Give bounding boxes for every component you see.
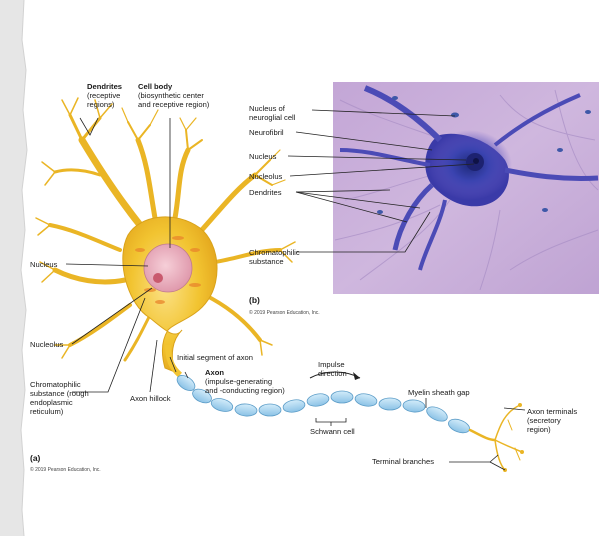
neuroglial-nucleus-label: Nucleus of neuroglial cell: [249, 104, 296, 122]
nucleolus-label: Nucleolus: [30, 340, 64, 349]
initial-segment-label: Initial segment of axon: [177, 353, 253, 362]
axon-initial-segment: [165, 344, 183, 378]
impulse-arrowhead: [353, 372, 360, 380]
micrograph-chromatophilic-label: Chromatophilic substance: [249, 248, 300, 266]
nucleus-label: Nucleus: [30, 260, 58, 269]
cell-body-label: Cell body (biosynthetic center and recep…: [138, 82, 210, 109]
neurofibril-label: Neurofibril: [249, 128, 284, 137]
myelin-sheath-gap-label: Myelin sheath gap: [408, 388, 470, 397]
myelin-sheath: [176, 375, 470, 434]
schwann-cell-label: Schwann cell: [310, 427, 355, 436]
axon-terminals-label: Axon terminals (secretory region): [527, 407, 578, 434]
axon-hillock-label: Axon hillock: [130, 394, 171, 403]
micrograph-dendrites-label: Dendrites: [249, 188, 282, 197]
dendrites-label: Dendrites (receptive regions): [87, 82, 123, 109]
cell-body: [122, 216, 218, 373]
nucleus: [143, 243, 193, 293]
axon-label: Axon (impulse-generating and -conducting…: [205, 368, 285, 395]
panel-a-copyright: © 2019 Pearson Education, Inc.: [30, 467, 101, 473]
illustration-leader-lines: [65, 117, 526, 471]
impulse-direction-label: Impulse direction: [318, 360, 347, 378]
axon-terminals: [468, 403, 524, 472]
panel-a-tag: (a): [30, 453, 41, 463]
micrograph-nucleolus-label: Nucleolus: [249, 172, 283, 181]
chromatophilic-granules: [135, 236, 201, 304]
chromatophilic-label: Chromatophilic substance (rough endoplas…: [30, 380, 89, 416]
panel-b-tag: (b): [249, 295, 260, 305]
micrograph-leader-lines: [287, 109, 475, 253]
panel-b-copyright: © 2019 Pearson Education, Inc.: [249, 310, 320, 316]
dendrites: [35, 97, 296, 362]
stained-neuron: [339, 85, 599, 271]
micrograph-nucleus-label: Nucleus: [249, 152, 277, 161]
nucleolus: [153, 273, 163, 283]
neuroglial-nuclei: [377, 96, 591, 214]
terminal-branches-label: Terminal branches: [372, 457, 435, 466]
